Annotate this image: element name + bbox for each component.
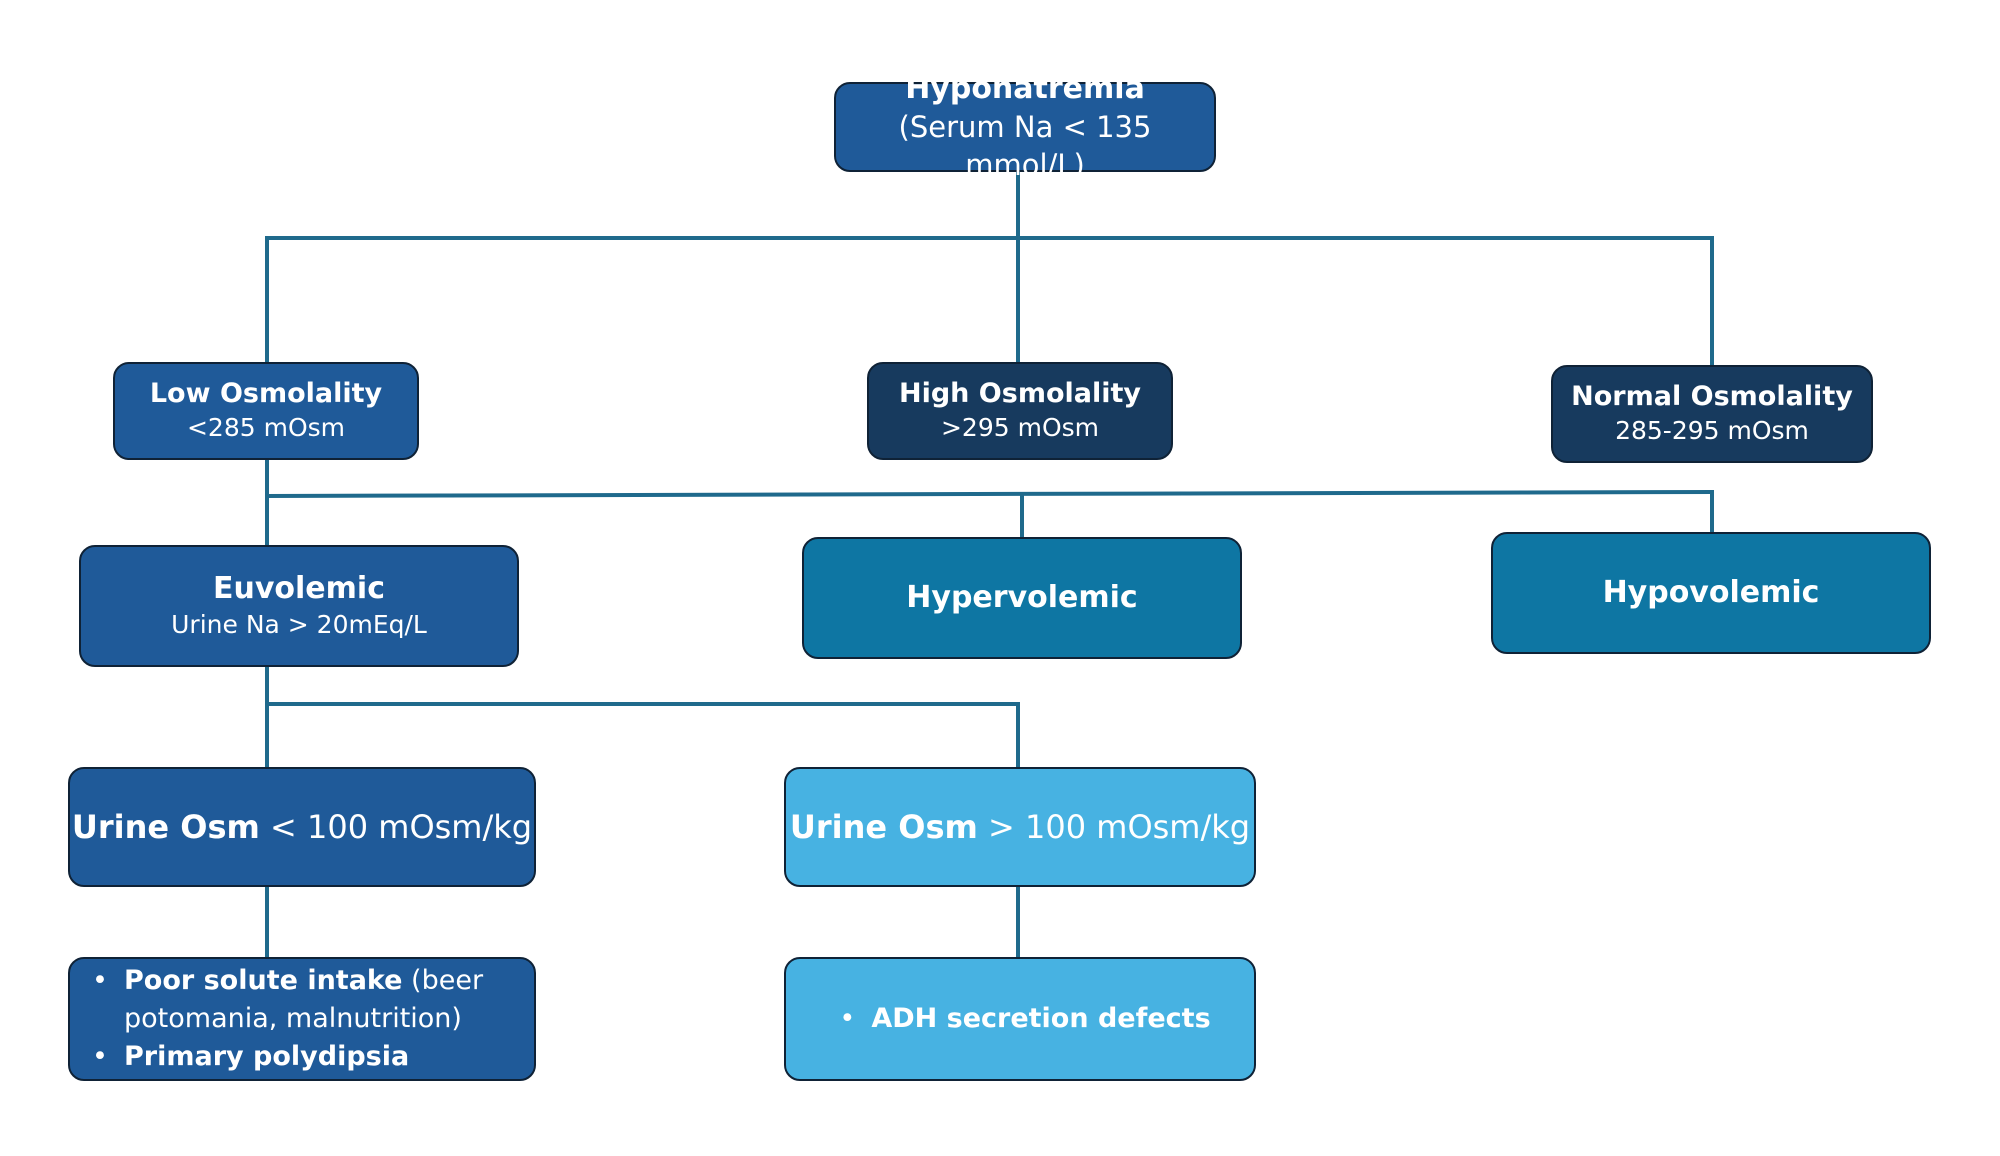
normal-osmolality-range: 285-295 mOsm <box>1615 416 1809 445</box>
low-urine-osm-causes-node: Poor solute intake (beer potomania, maln… <box>68 957 536 1081</box>
high-osmolality-range: >295 mOsm <box>940 413 1100 442</box>
cause-adh-secretion-defects: ADH secretion defects <box>829 1000 1210 1038</box>
cause-poor-solute-intake-detail: (beer potomania, malnutrition) <box>124 965 484 1034</box>
hyponatremia-title: Hyponatremia <box>905 71 1145 106</box>
low-osmolality-title: Low Osmolality <box>149 378 383 409</box>
euvolemic-criteria: Urine Na > 20mEq/L <box>171 610 427 639</box>
high-osmolality-node: High Osmolality >295 mOsm <box>867 362 1173 460</box>
hypovolemic-node: Hypovolemic <box>1491 532 1931 654</box>
normal-osmolality-title: Normal Osmolality <box>1571 381 1853 412</box>
high-urine-osm-causes-list: ADH secretion defects <box>829 1000 1210 1038</box>
hypervolemic-node: Hypervolemic <box>802 537 1242 659</box>
urine-osm-low-node: Urine Osm < 100 mOsm/kg <box>68 767 536 887</box>
urine-osm-low-label-bold: Urine Osm <box>71 808 260 846</box>
low-urine-osm-causes-list: Poor solute intake (beer potomania, maln… <box>82 962 534 1076</box>
connector-volume-bus <box>264 489 1715 499</box>
hyponatremia-node: Hyponatremia (Serum Na < 135 mmol/L) <box>834 71 1216 182</box>
high-urine-osm-causes-node: ADH secretion defects <box>784 957 1256 1081</box>
hypervolemic-title: Hypervolemic <box>906 580 1138 615</box>
cause-poor-solute-intake: Poor solute intake (beer potomania, maln… <box>82 962 534 1038</box>
hypovolemic-title: Hypovolemic <box>1602 575 1820 610</box>
high-osmolality-title: High Osmolality <box>899 378 1141 409</box>
cause-primary-polydipsia: Primary polydipsia <box>82 1038 534 1076</box>
urine-osm-low-label-value: < 100 mOsm/kg <box>259 808 533 846</box>
cause-adh-secretion-defects-bold: ADH secretion defects <box>871 1003 1211 1034</box>
euvolemic-title: Euvolemic <box>213 571 385 606</box>
urine-osm-high-label-bold: Urine Osm <box>789 808 978 846</box>
normal-osmolality-node: Normal Osmolality 285-295 mOsm <box>1551 365 1873 463</box>
cause-poor-solute-intake-bold: Poor solute intake <box>124 965 403 996</box>
urine-osm-high-label-value: > 100 mOsm/kg <box>977 808 1251 846</box>
low-osmolality-range: <285 mOsm <box>186 413 346 442</box>
urine-osm-high-label: Urine Osm > 100 mOsm/kg <box>790 807 1250 847</box>
low-osmolality-node: Low Osmolality <285 mOsm <box>113 362 419 460</box>
urine-osm-low-label: Urine Osm < 100 mOsm/kg <box>72 807 532 847</box>
urine-osm-high-node: Urine Osm > 100 mOsm/kg <box>784 767 1256 887</box>
cause-primary-polydipsia-bold: Primary polydipsia <box>124 1041 410 1072</box>
euvolemic-node: Euvolemic Urine Na > 20mEq/L <box>79 545 519 667</box>
hyponatremia-subtitle: (Serum Na < 135 mmol/L) <box>898 110 1152 182</box>
